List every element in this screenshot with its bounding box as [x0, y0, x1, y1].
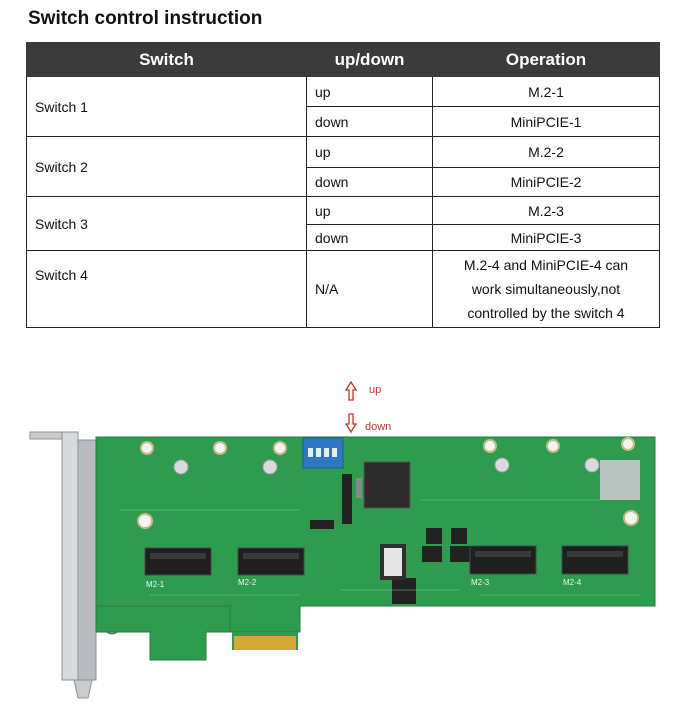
- header-updown: up/down: [306, 42, 433, 77]
- direction-cell: up: [306, 136, 433, 168]
- up-arrow-icon: [344, 380, 358, 401]
- table-row: Switch 2 up M.2-2: [26, 136, 660, 197]
- dip-switch: [302, 437, 344, 469]
- operation-line: work simultaneously,not: [471, 281, 621, 297]
- pcie-card-illustration: [29, 380, 656, 699]
- direction-cell: up: [306, 196, 433, 225]
- table-row: down MiniPCIE-1: [27, 106, 660, 137]
- operation-line: controlled by the switch 4: [467, 305, 625, 321]
- table-row: Switch 4 N/A M.2-4 and MiniPCIE-4 can wo…: [26, 250, 660, 328]
- table-header-row: Switch up/down Operation: [26, 42, 660, 77]
- m2-socket-1: [144, 547, 212, 576]
- page-title: Switch control instruction: [28, 8, 263, 29]
- table-row: down MiniPCIE-3: [27, 224, 660, 251]
- switch-control-table: Switch up/down Operation Switch 1 up M.2…: [26, 42, 660, 328]
- down-label: down: [365, 421, 392, 433]
- silkscreen-traces: [120, 499, 640, 596]
- slot-label-m2-4: M2-4: [563, 578, 582, 587]
- up-label: up: [369, 384, 382, 396]
- operation-cell: M.2-1: [432, 76, 660, 107]
- down-arrow-icon: [344, 413, 358, 434]
- slot-label-m2-2: M2-2: [238, 578, 257, 587]
- standoffs: [173, 457, 600, 475]
- slot-label-m2-1: M2-1: [146, 580, 165, 589]
- operation-cell: MiniPCIE-2: [432, 167, 660, 197]
- controller-chip: [356, 461, 411, 509]
- operation-line: M.2-4 and MiniPCIE-4 can: [463, 257, 629, 273]
- operation-cell: M.2-2: [432, 136, 660, 168]
- header-switch: Switch: [26, 42, 307, 77]
- table-row: Switch 1 up M.2-1: [26, 76, 660, 137]
- direction-cell: down: [306, 106, 433, 137]
- switch-name: Switch 1: [26, 76, 307, 137]
- pcb-board: [95, 436, 656, 661]
- direction-cell: N/A: [306, 250, 433, 328]
- gold-fingers: [232, 632, 298, 650]
- switch-name: Switch 4: [26, 250, 307, 328]
- inductor: [380, 544, 406, 580]
- header-operation: Operation: [432, 42, 660, 77]
- mounting-holes: [137, 437, 639, 529]
- board-photo: up down M2-1 M2-2 M2-3 M2-4: [0, 370, 700, 700]
- direction-cell: down: [306, 224, 433, 251]
- m2-socket-4: [561, 545, 629, 575]
- switch-name: Switch 2: [26, 136, 307, 197]
- slot-label-m2-3: M2-3: [471, 578, 490, 587]
- table-row: down MiniPCIE-2: [27, 167, 660, 197]
- operation-cell: M.2-3: [432, 196, 660, 225]
- operation-cell: M.2-4 and MiniPCIE-4 can work simultaneo…: [432, 250, 660, 328]
- direction-cell: up: [306, 76, 433, 107]
- m2-socket-2: [237, 547, 305, 576]
- components: [310, 460, 640, 604]
- table-row: Switch 3 up M.2-3: [26, 196, 660, 251]
- operation-cell: MiniPCIE-1: [432, 106, 660, 137]
- operation-cell: MiniPCIE-3: [432, 224, 660, 251]
- m2-socket-3: [469, 545, 537, 575]
- switch-name: Switch 3: [26, 196, 307, 251]
- direction-cell: down: [306, 167, 433, 197]
